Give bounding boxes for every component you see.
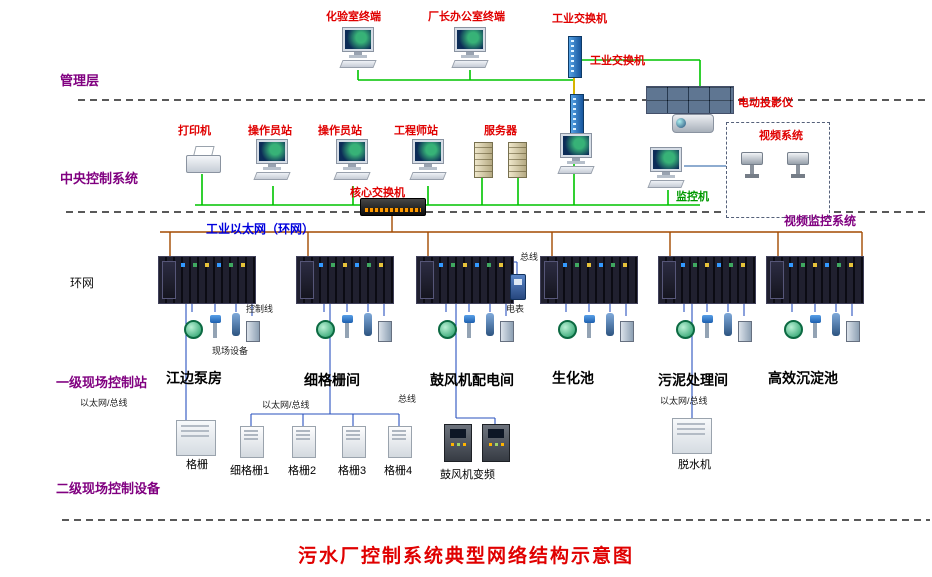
dehydrator-icon xyxy=(672,418,712,454)
plc-rack-5 xyxy=(658,256,756,304)
meter-label: 电表 xyxy=(506,304,525,314)
grid4-label: 格栅4 xyxy=(384,465,413,477)
engineer-station-label: 工程师站 xyxy=(394,125,438,137)
grid4-icon xyxy=(388,426,412,458)
field-devices-cluster-3 xyxy=(434,310,518,364)
core-switch-icon xyxy=(360,198,426,216)
fine-grid1-label: 细格栅1 xyxy=(230,465,270,477)
link-label-station2: 以太网/总线 xyxy=(262,400,310,410)
diagram-title: 污水厂控制系统典型网络结构示意图 xyxy=(297,546,634,567)
projector-label: 电动投影仪 xyxy=(738,97,793,109)
director-terminal-icon xyxy=(451,28,489,72)
grid3-label: 格栅3 xyxy=(338,465,367,477)
projector-icon xyxy=(672,114,714,133)
layer-label-field-stations: 一级现场控制站 xyxy=(56,375,148,390)
server-icon-2 xyxy=(508,142,527,178)
control-line-label: 控制线 xyxy=(246,304,274,314)
bus-label-top: 总线 xyxy=(520,252,539,262)
plc-rack-2 xyxy=(296,256,394,304)
station-label-3: 鼓风机配电间 xyxy=(430,372,514,388)
operator1-label: 操作员站 xyxy=(248,125,292,137)
network-pc-icon xyxy=(557,134,595,178)
industrial-switch-top-icon xyxy=(568,36,582,78)
blower-vfd-label: 鼓风机变频 xyxy=(440,469,495,481)
lab-terminal-label: 化验室终端 xyxy=(326,11,381,23)
ptz-camera-icon-2 xyxy=(786,152,810,182)
monitor-pc-label: 监控机 xyxy=(676,191,709,203)
printer-icon xyxy=(186,146,222,174)
industrial-switch-top-label: 工业交换机 xyxy=(552,13,607,25)
station-label-6: 高效沉淀池 xyxy=(768,370,838,386)
station-label-5: 污泥处理间 xyxy=(658,372,728,388)
station-label-1: 江边泵房 xyxy=(166,370,222,386)
blower-vfd-icon-2 xyxy=(482,424,510,462)
monitor-pc-icon xyxy=(647,148,685,192)
dehydrator-label: 脱水机 xyxy=(678,459,711,471)
ptz-camera-icon-1 xyxy=(740,152,764,182)
layer-label-central: 中央控制系统 xyxy=(60,171,139,186)
plc-rack-6 xyxy=(766,256,864,304)
industrial-switch-lower-label: 工业交换机 xyxy=(590,55,645,67)
ring-network-lines xyxy=(160,214,863,256)
field-equipment-label: 现场设备 xyxy=(212,346,249,356)
plc-rack-4 xyxy=(540,256,638,304)
layer-label-field-devices: 二级现场控制设备 xyxy=(56,481,161,496)
industrial-ethernet-label: 工业以太网（环网） xyxy=(206,222,315,236)
lab-terminal-icon xyxy=(339,28,377,72)
operator2-label: 操作员站 xyxy=(318,125,362,137)
grid-device-icon xyxy=(176,420,216,456)
grid2-icon xyxy=(292,426,316,458)
printer-label: 打印机 xyxy=(178,125,211,137)
director-terminal-label: 厂长办公室终端 xyxy=(428,11,505,23)
power-meter-icon xyxy=(510,274,526,300)
industrial-switch-lower-icon xyxy=(570,94,584,134)
video-system-box: 视频系统 xyxy=(726,122,830,218)
video-surveillance-label: 视频监控系统 xyxy=(784,214,857,228)
field-devices-cluster-1 xyxy=(180,310,264,364)
plc-rack-1 xyxy=(158,256,256,304)
field-devices-cluster-6 xyxy=(780,310,864,364)
engineer-station-icon xyxy=(409,140,447,184)
field-devices-cluster-2 xyxy=(312,310,396,364)
video-system-label: 视频系统 xyxy=(759,130,803,142)
fine-grid1-icon xyxy=(240,426,264,458)
link-label-station3: 总线 xyxy=(398,394,417,404)
grid2-label: 格栅2 xyxy=(288,465,317,477)
link-label-station1: 以太网/总线 xyxy=(80,398,128,408)
field-devices-cluster-5 xyxy=(672,310,756,364)
server-label: 服务器 xyxy=(484,125,517,137)
grid-device-label: 格栅 xyxy=(186,459,208,471)
server-icon-1 xyxy=(474,142,493,178)
layer-label-management: 管理层 xyxy=(60,73,100,88)
field-devices-cluster-4 xyxy=(554,310,638,364)
operator1-icon xyxy=(253,140,291,184)
station-label-4: 生化池 xyxy=(552,370,594,386)
video-wall-icon xyxy=(646,86,734,114)
field-bus-lines xyxy=(185,261,853,426)
layer-label-ring: 环网 xyxy=(70,276,95,290)
plc-rack-3 xyxy=(416,256,514,304)
core-switch-label: 核心交换机 xyxy=(350,187,405,199)
operator2-icon xyxy=(333,140,371,184)
grid3-icon xyxy=(342,426,366,458)
blower-vfd-icon-1 xyxy=(444,424,472,462)
link-label-station5: 以太网/总线 xyxy=(660,396,708,406)
station-label-2: 细格栅间 xyxy=(304,372,360,388)
